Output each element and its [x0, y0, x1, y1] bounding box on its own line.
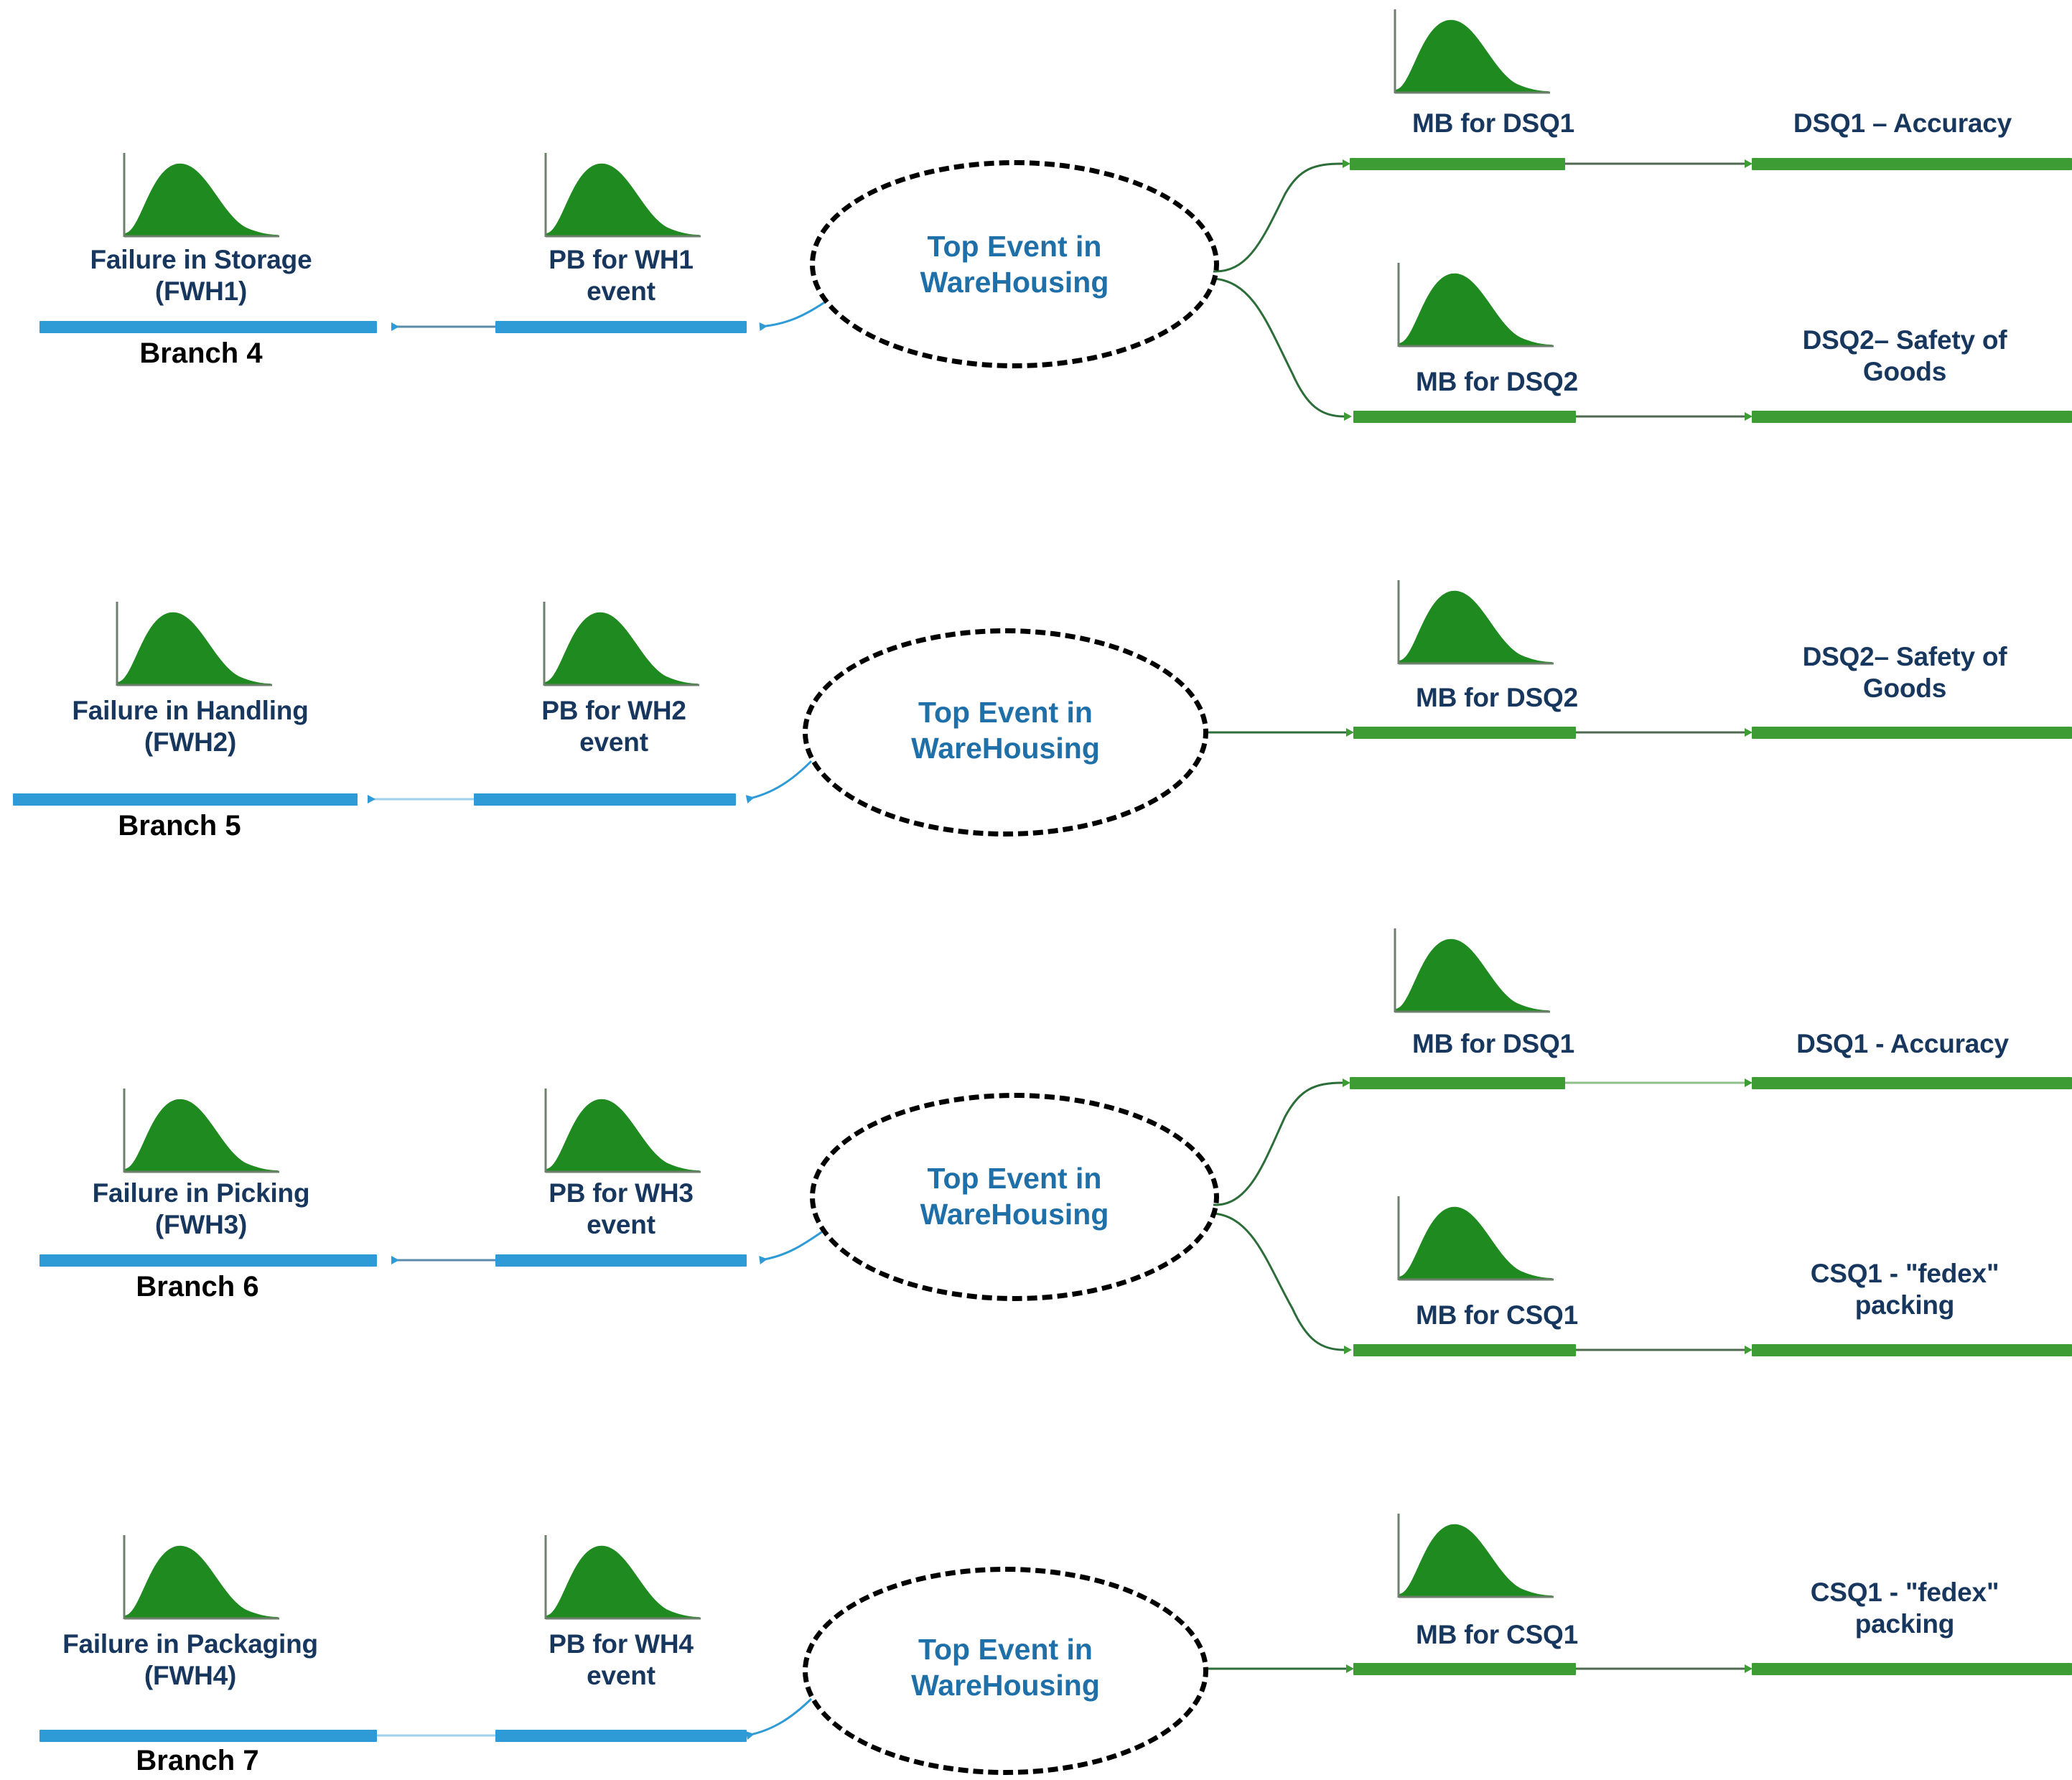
target-line2: packing: [1854, 1608, 1955, 1639]
branch-label-row3: Branch 6: [136, 1271, 259, 1303]
distribution-icon-mb-dsq2-row2: [1386, 574, 1558, 668]
target-label-row3-out2: CSQ1 - "fedex" packing: [1737, 1258, 2072, 1320]
target-line1: DSQ2– Safety of: [1802, 642, 2007, 671]
top-event-line2: WareHousing: [920, 266, 1109, 299]
failure-label-line1: Failure in Packaging: [62, 1629, 318, 1659]
top-event-line2: WareHousing: [920, 1198, 1109, 1231]
failure-label-row1: Failure in Storage (FWH1): [43, 244, 359, 307]
target-line2: packing: [1854, 1290, 1955, 1320]
failure-label-line2: (FWH2): [144, 727, 237, 757]
distribution-icon-mb-dsq2-row1: [1386, 257, 1558, 350]
failure-label-line1: Failure in Handling: [72, 696, 309, 725]
target-bar-row1-out1: [1752, 158, 2072, 170]
top-event-line1: Top Event in: [918, 696, 1093, 729]
pb-label-row1: PB for WH1 event: [495, 244, 747, 307]
failure-label-line2: (FWH1): [154, 276, 248, 306]
failure-bar-row3: [39, 1254, 377, 1267]
mb-bar-row3-out1: [1350, 1077, 1565, 1089]
top-event-ellipse-row2: [803, 628, 1208, 837]
target-bar-row2-out1: [1752, 727, 2072, 739]
distribution-icon-mb-dsq1-row3: [1382, 923, 1554, 1016]
pb-label-line1: PB for WH2: [541, 696, 686, 725]
target-label-row4-out1: CSQ1 - "fedex" packing: [1737, 1577, 2072, 1639]
top-event-label-row2: Top Event in WareHousing: [817, 694, 1194, 766]
top-event-label-row4: Top Event in WareHousing: [817, 1631, 1194, 1703]
target-label-row2-out1: DSQ2– Safety of Goods: [1737, 641, 2072, 704]
mb-bar-row4-out1: [1353, 1663, 1576, 1675]
mb-label-row4-out1: MB for CSQ1: [1416, 1620, 1578, 1649]
top-event-ellipse-row1: [810, 160, 1219, 368]
top-event-line1: Top Event in: [927, 230, 1102, 263]
top-event-label-row3: Top Event in WareHousing: [824, 1160, 1205, 1232]
branch-label-row1: Branch 4: [139, 337, 263, 369]
mb-label-row3-out2: MB for CSQ1: [1416, 1300, 1578, 1330]
target-line2: Goods: [1862, 356, 1947, 386]
distribution-icon-pb-wh3: [533, 1083, 705, 1176]
pb-label-row2: PB for WH2 event: [488, 695, 739, 758]
mb-bar-row2-out1: [1353, 727, 1576, 739]
pb-label-line2: event: [587, 1660, 655, 1690]
failure-label-row4: Failure in Packaging (FWH4): [22, 1628, 359, 1691]
mb-label-row1-out2: MB for DSQ2: [1416, 367, 1578, 396]
top-event-ellipse-row3: [810, 1093, 1219, 1301]
target-label-row1-out2: DSQ2– Safety of Goods: [1737, 325, 2072, 387]
distribution-icon-fwh2: [104, 596, 276, 689]
top-event-line1: Top Event in: [927, 1162, 1102, 1195]
target-bar-row1-out2: [1752, 411, 2072, 423]
target-line1: CSQ1 - "fedex": [1810, 1578, 1999, 1607]
failure-bar-row4: [39, 1730, 377, 1742]
distribution-icon-pb-wh4: [533, 1529, 705, 1623]
failure-label-row2: Failure in Handling (FWH2): [22, 695, 359, 758]
pb-bar-row4: [495, 1730, 747, 1742]
pb-bar-row2: [474, 793, 736, 806]
pb-label-row4: PB for WH4 event: [495, 1628, 747, 1691]
target-bar-row3-out1: [1752, 1077, 2072, 1089]
pb-bar-row3: [495, 1254, 747, 1267]
pb-label-line1: PB for WH4: [549, 1629, 694, 1659]
mb-label-row2-out1: MB for DSQ2: [1416, 683, 1578, 712]
pb-bar-row1: [495, 321, 747, 333]
top-event-line2: WareHousing: [911, 1669, 1100, 1702]
top-event-ellipse-row4: [803, 1567, 1208, 1775]
target-line1: DSQ2– Safety of: [1802, 325, 2007, 355]
pb-label-line2: event: [587, 1209, 655, 1239]
top-event-label-row1: Top Event in WareHousing: [824, 228, 1205, 300]
distribution-icon-fwh3: [111, 1083, 284, 1176]
pb-label-line2: event: [587, 276, 655, 306]
mb-label-row3-out1: MB for DSQ1: [1412, 1029, 1574, 1058]
failure-label-line1: Failure in Picking: [92, 1178, 310, 1208]
failure-label-line2: (FWH4): [144, 1660, 237, 1690]
distribution-icon-mb-csq1-row3: [1386, 1190, 1558, 1284]
distribution-icon-pb-wh2: [531, 596, 704, 689]
mb-label-row1-out1: MB for DSQ1: [1412, 108, 1574, 138]
distribution-icon-fwh4: [111, 1529, 284, 1623]
top-event-line2: WareHousing: [911, 732, 1100, 765]
mb-bar-row3-out2: [1353, 1344, 1576, 1356]
target-line2: Goods: [1862, 673, 1947, 703]
distribution-icon-mb-dsq1-row1: [1382, 4, 1554, 97]
failure-label-line2: (FWH3): [154, 1209, 248, 1239]
pb-label-row3: PB for WH3 event: [495, 1178, 747, 1240]
branch-label-row2: Branch 5: [118, 810, 241, 842]
mb-bar-row1-out2: [1353, 411, 1576, 423]
target-line1: CSQ1 - "fedex": [1810, 1259, 1999, 1288]
pb-label-line1: PB for WH1: [549, 245, 694, 274]
target-bar-row3-out2: [1752, 1344, 2072, 1356]
distribution-icon-mb-csq1-row4: [1386, 1508, 1558, 1601]
failure-bar-row2: [13, 793, 358, 806]
branch-label-row4: Branch 7: [136, 1745, 259, 1776]
failure-bar-row1: [39, 321, 377, 333]
target-label-row3-out1: DSQ1 - Accuracy: [1796, 1029, 2009, 1058]
top-event-line1: Top Event in: [918, 1633, 1093, 1666]
target-bar-row4-out1: [1752, 1663, 2072, 1675]
target-label-row1-out1: DSQ1 – Accuracy: [1793, 108, 2012, 138]
distribution-icon-fwh1: [111, 147, 284, 241]
pb-label-line1: PB for WH3: [549, 1178, 694, 1208]
failure-label-line1: Failure in Storage: [90, 245, 312, 274]
distribution-icon-pb-wh1: [533, 147, 705, 241]
failure-label-row3: Failure in Picking (FWH3): [39, 1178, 363, 1240]
mb-bar-row1-out1: [1350, 158, 1565, 170]
pb-label-line2: event: [579, 727, 648, 757]
